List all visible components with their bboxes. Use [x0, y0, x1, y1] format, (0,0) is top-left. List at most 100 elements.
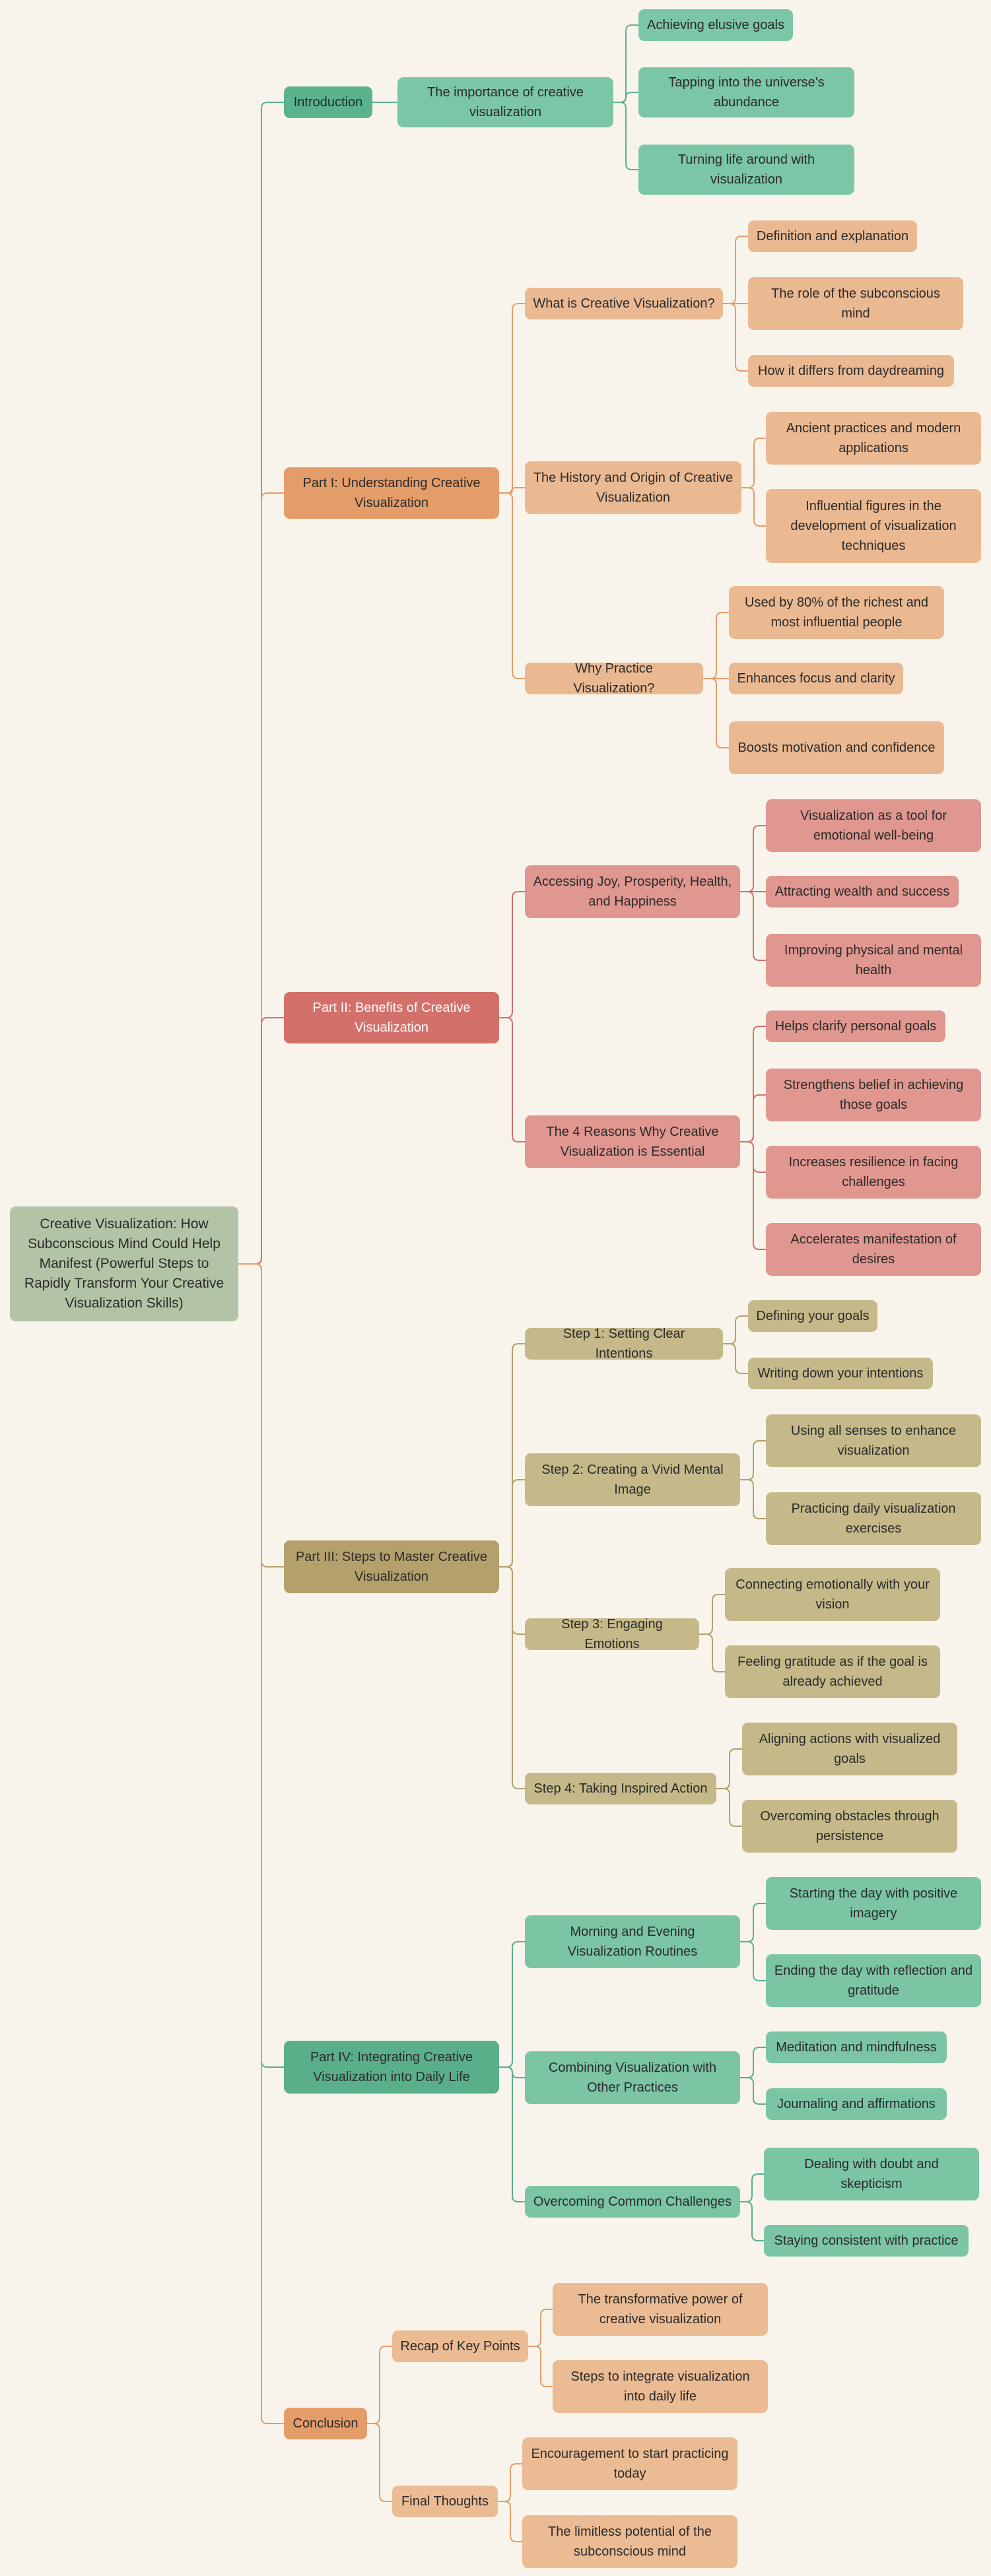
leaf-definition-and-explanation[interactable]: Definition and explanation — [748, 220, 917, 252]
connector-line — [716, 1788, 742, 1827]
connector-line — [740, 1941, 766, 1981]
connector-line — [613, 102, 638, 170]
connector-line — [528, 2346, 553, 2387]
connector-line — [723, 1343, 748, 1374]
branch-introduction[interactable]: Introduction — [284, 86, 372, 118]
leaf-differs-from-daydreaming[interactable]: How it differs from daydreaming — [748, 355, 954, 387]
leaf-doubt-skepticism[interactable]: Dealing with doubt and skepticism — [764, 2148, 979, 2200]
leaf-strengthens-belief[interactable]: Strengthens belief in achieving those go… — [766, 1069, 981, 1121]
connector-line — [499, 891, 525, 1018]
connector-line — [740, 1094, 766, 1142]
connector-line — [367, 2423, 392, 2502]
leaf-enhances-focus[interactable]: Enhances focus and clarity — [729, 663, 903, 694]
connector-line — [740, 2173, 764, 2202]
leaf-tapping-universe-abundance[interactable]: Tapping into the universe's abundance — [638, 67, 854, 117]
leaf-journaling-affirmations[interactable]: Journaling and affirmations — [766, 2088, 947, 2120]
connector-line — [740, 1903, 766, 1942]
leaf-daily-exercises[interactable]: Practicing daily visualization exercises — [766, 1492, 981, 1545]
branch-conclusion[interactable]: Conclusion — [284, 2408, 367, 2439]
connector-line — [613, 24, 638, 103]
connector-line — [723, 236, 748, 304]
topic-history-and-origin[interactable]: The History and Origin of Creative Visua… — [525, 461, 741, 514]
topic-final-thoughts[interactable]: Final Thoughts — [392, 2486, 498, 2517]
connector-line — [740, 1440, 766, 1480]
leaf-role-of-subconscious[interactable]: The role of the subconscious mind — [748, 277, 963, 330]
topic-step-two[interactable]: Step 2: Creating a Vivid Mental Image — [525, 1453, 740, 1506]
connector-line — [499, 487, 525, 494]
leaf-influential-figures[interactable]: Influential figures in the development o… — [766, 489, 981, 563]
connector-line — [703, 612, 729, 679]
connector-line — [699, 1594, 725, 1635]
leaf-achieving-elusive-goals[interactable]: Achieving elusive goals — [638, 9, 793, 41]
connector-line — [741, 438, 766, 488]
branch-part-one[interactable]: Part I: Understanding Creative Visualiza… — [284, 467, 499, 519]
topic-step-one[interactable]: Step 1: Setting Clear Intentions — [525, 1327, 723, 1361]
leaf-attracting-wealth[interactable]: Attracting wealth and success — [766, 876, 959, 908]
leaf-accelerates-manifestation[interactable]: Accelerates manifestation of desires — [766, 1223, 981, 1276]
topic-accessing-joy[interactable]: Accessing Joy, Prosperity, Health, and H… — [525, 865, 740, 918]
connector-line — [723, 303, 748, 372]
leaf-starting-day[interactable]: Starting the day with positive imagery — [766, 1877, 981, 1930]
leaf-emotional-well-being[interactable]: Visualization as a tool for emotional we… — [766, 799, 981, 852]
connector-line — [740, 2201, 764, 2241]
leaf-ending-day[interactable]: Ending the day with reflection and grati… — [766, 1954, 981, 2007]
root-node[interactable]: Creative Visualization: How Subconscious… — [10, 1206, 238, 1321]
connector-line — [723, 1315, 748, 1344]
topic-why-practice[interactable]: Why Practice Visualization? — [525, 661, 703, 696]
connector-line — [703, 678, 729, 748]
topic-recap-key-points[interactable]: Recap of Key Points — [392, 2330, 528, 2362]
connector-line — [498, 2463, 522, 2502]
connector-line — [741, 487, 766, 527]
leaf-increases-resilience[interactable]: Increases resilience in facing challenge… — [766, 1146, 981, 1199]
connector-line — [499, 2066, 525, 2202]
leaf-limitless-potential[interactable]: The limitless potential of the subconsci… — [522, 2515, 737, 2568]
topic-step-four[interactable]: Step 4: Taking Inspired Action — [525, 1773, 716, 1804]
connector-line — [499, 1941, 525, 2068]
topic-what-is-visualization[interactable]: What is Creative Visualization? — [525, 288, 723, 319]
leaf-staying-consistent[interactable]: Staying consistent with practice — [764, 2225, 969, 2257]
topic-combining-practices[interactable]: Combining Visualization with Other Pract… — [525, 2051, 740, 2104]
branch-part-three[interactable]: Part III: Steps to Master Creative Visua… — [284, 1540, 499, 1593]
leaf-overcoming-obstacles[interactable]: Overcoming obstacles through persistence — [742, 1800, 957, 1853]
connector-line — [716, 1748, 742, 1789]
connector-line — [740, 1479, 766, 1519]
leaf-encouragement[interactable]: Encouragement to start practicing today — [522, 2437, 737, 2490]
connector-line — [740, 825, 766, 892]
connector-line — [499, 1566, 525, 1789]
leaf-clarify-goals[interactable]: Helps clarify personal goals — [766, 1010, 945, 1042]
leaf-turning-life-around[interactable]: Turning life around with visualization — [638, 145, 854, 195]
topic-step-three[interactable]: Step 3: Engaging Emotions — [525, 1617, 699, 1651]
topic-four-reasons[interactable]: The 4 Reasons Why Creative Visualization… — [525, 1115, 740, 1168]
leaf-steps-to-integrate[interactable]: Steps to integrate visualization into da… — [553, 2360, 768, 2413]
connector-line — [367, 2346, 392, 2424]
connector-line — [740, 2047, 766, 2078]
connector-line — [699, 1634, 725, 1672]
branch-part-four[interactable]: Part IV: Integrating Creative Visualizat… — [284, 2041, 499, 2094]
leaf-ancient-practices[interactable]: Ancient practices and modern application… — [766, 412, 981, 465]
leaf-feeling-gratitude[interactable]: Feeling gratitude as if the goal is alre… — [725, 1645, 940, 1698]
connector-line — [499, 492, 525, 679]
connector-line — [499, 1479, 525, 1568]
leaf-used-by-richest[interactable]: Used by 80% of the richest and most infl… — [729, 586, 944, 639]
leaf-aligning-actions[interactable]: Aligning actions with visualized goals — [742, 1723, 957, 1775]
branch-part-two[interactable]: Part II: Benefits of Creative Visualizat… — [284, 992, 499, 1043]
topic-common-challenges[interactable]: Overcoming Common Challenges — [525, 2186, 740, 2218]
leaf-boosts-motivation[interactable]: Boosts motivation and confidence — [729, 721, 944, 774]
leaf-connecting-emotionally[interactable]: Connecting emotionally with your vision — [725, 1568, 940, 1621]
leaf-using-all-senses[interactable]: Using all senses to enhance visualizatio… — [766, 1414, 981, 1467]
leaf-transformative-power[interactable]: The transformative power of creative vis… — [553, 2283, 768, 2336]
topic-importance-of-visualization[interactable]: The importance of creative visualization — [397, 77, 613, 127]
connector-line — [498, 2501, 522, 2542]
leaf-meditation-mindfulness[interactable]: Meditation and mindfulness — [766, 2031, 947, 2063]
leaf-defining-goals[interactable]: Defining your goals — [748, 1300, 877, 1332]
connector-line — [238, 1017, 284, 1265]
topic-morning-evening-routines[interactable]: Morning and Evening Visualization Routin… — [525, 1915, 740, 1968]
connector-line — [740, 891, 766, 961]
connector-line — [499, 303, 525, 494]
leaf-writing-intentions[interactable]: Writing down your intentions — [748, 1358, 933, 1389]
connector-line — [499, 1017, 525, 1142]
connector-line — [740, 1141, 766, 1250]
connector-line — [740, 2077, 766, 2105]
leaf-physical-mental-health[interactable]: Improving physical and mental health — [766, 934, 981, 987]
connector-line — [238, 1263, 284, 2424]
